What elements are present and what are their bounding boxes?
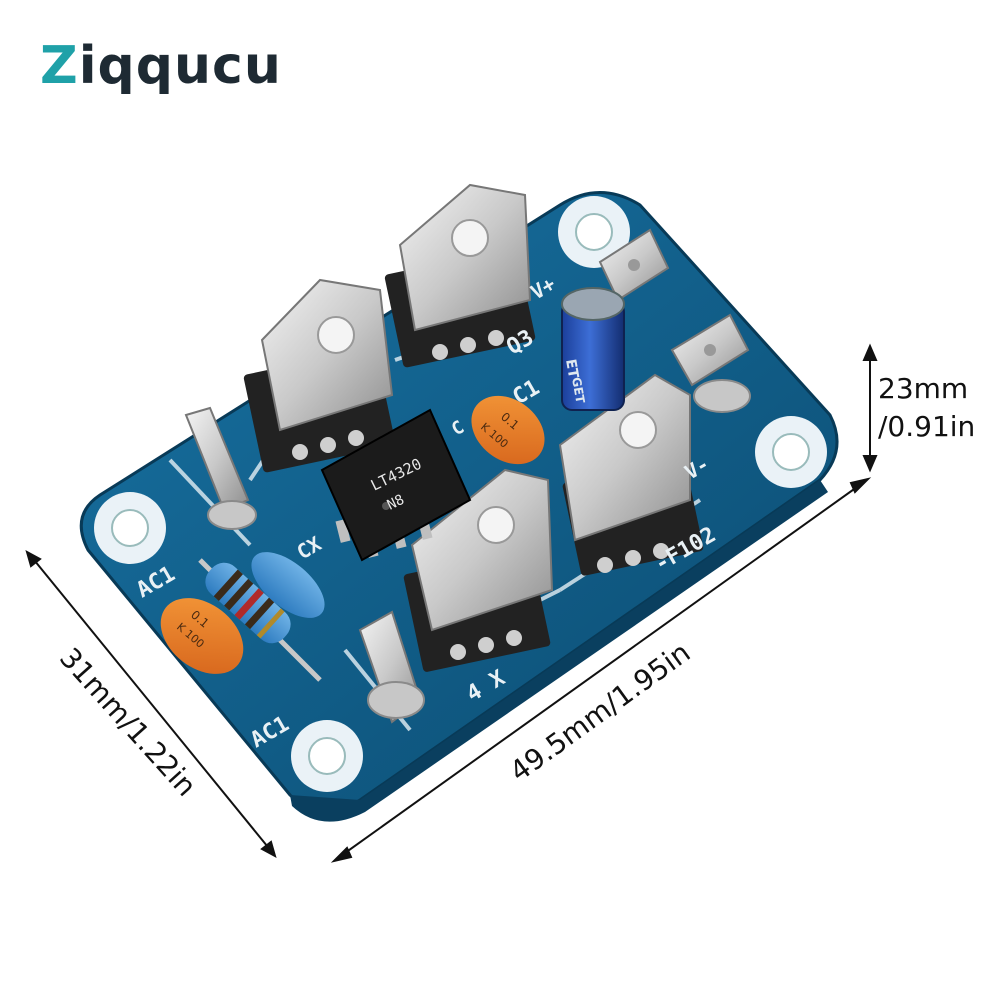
- terminal-v-minus: [670, 313, 751, 413]
- spade-terminals: [184, 228, 751, 724]
- capacitor-c1: ET GET: [561, 287, 625, 411]
- terminal-ac1-top: [184, 406, 257, 530]
- resistor-blue-striped: [198, 558, 322, 682]
- mosfet-q3-top: [384, 183, 536, 368]
- cap-mark-bottom: GET: [569, 376, 587, 405]
- terminal-v-plus: [598, 228, 670, 302]
- dimension-height-mm: 23mm: [878, 372, 969, 405]
- capacitor-blue-cx: [251, 552, 325, 618]
- resistor-orange-bottom: 0.1 K 100: [160, 598, 244, 674]
- logo-text: iqqucu: [78, 36, 282, 96]
- dimension-arrows: [25, 343, 878, 863]
- chip-label-suffix: N8: [385, 492, 407, 514]
- terminal-ac1-bottom: [358, 610, 425, 724]
- dimension-height: 23mm /0.91in: [878, 370, 975, 446]
- ic-chip: LT4320 N8: [320, 408, 472, 562]
- mounting-holes: [94, 196, 827, 792]
- logo-letter-z: Z: [40, 36, 79, 96]
- mosfet-bottom: [403, 468, 554, 672]
- dimension-height-in: /0.91in: [878, 410, 976, 443]
- mosfets: [243, 183, 704, 672]
- mosfet-left: [243, 278, 396, 473]
- resistor-orange-top: 0.1 K 100: [471, 395, 545, 465]
- mosfet-right: [558, 373, 704, 576]
- cap-mark-top: ET: [562, 358, 581, 380]
